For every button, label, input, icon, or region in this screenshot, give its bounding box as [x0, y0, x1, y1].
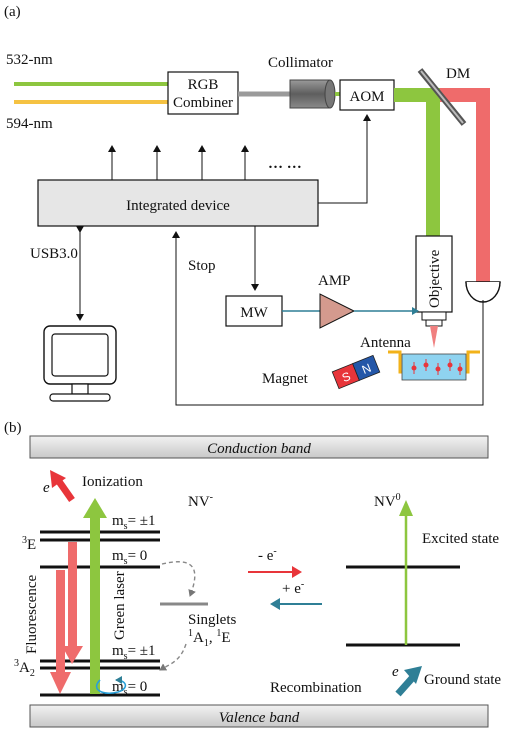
recombination-electron: e [392, 664, 399, 680]
more-outputs-dots: … … [268, 156, 302, 172]
conduction-band-label: Conduction band [207, 441, 311, 457]
level-3a2-label: 3A2 [14, 658, 35, 679]
singlets-label: Singlets [188, 612, 237, 628]
aom-label: AOM [349, 89, 384, 105]
amp-label: AMP [318, 273, 351, 289]
valence-band-label: Valence band [219, 710, 300, 726]
fluorescence-label: Fluorescence [24, 575, 40, 654]
diamond-sample [401, 353, 467, 381]
valence-band [29, 704, 489, 728]
rgb-combiner-label-1: RGB [188, 77, 219, 93]
computer-icon [43, 325, 117, 402]
laser-594-label: 594-nm [6, 116, 53, 132]
stop-label: Stop [188, 258, 216, 274]
amp-triangle [319, 293, 356, 329]
collimator [289, 79, 331, 109]
ms-pm1-upper-label: ms= ±1 [112, 513, 156, 532]
laser-532-label: 532-nm [6, 52, 53, 68]
antenna-label: Antenna [360, 335, 411, 351]
fluorescence-arrow-2 [68, 542, 77, 648]
usb-label: USB3.0 [30, 246, 78, 262]
minus-e-label: - e- [258, 546, 277, 564]
fluorescence-arrow-1 [56, 570, 65, 674]
collimator-lens [324, 79, 336, 109]
dm-label: DM [446, 66, 470, 82]
panel-a-label: (a) [4, 4, 21, 20]
recombination-label: Recombination [270, 680, 362, 696]
magnet-label: Magnet [262, 371, 309, 387]
magnet: S N [331, 354, 381, 390]
mw-box [225, 295, 283, 327]
ms-0-upper-label: ms= 0 [112, 548, 147, 567]
mw-label: MW [240, 305, 268, 321]
ionization-electron: e [43, 480, 50, 496]
objective-label: Objective [427, 249, 443, 308]
excited-state-label: Excited state [422, 531, 499, 547]
integrated-device-box [37, 179, 319, 227]
rgb-combiner-label-2: Combiner [173, 95, 233, 111]
plus-e-label: + e- [282, 579, 304, 597]
green-laser-arrow [90, 516, 100, 694]
ground-state-label: Ground state [424, 672, 501, 688]
level-3e-label: 3E [22, 535, 36, 553]
nv-zero-label: NV0 [374, 492, 401, 510]
spin-polarization-arrow [95, 676, 127, 695]
aom-control-line [318, 114, 371, 204]
detector-signal-line [172, 231, 484, 406]
conduction-band [29, 435, 489, 459]
green-laser-label: Green laser [112, 571, 128, 640]
singlet-states-label: 1A1, 1E [188, 628, 231, 649]
objective [415, 235, 453, 313]
ms-pm1-lower-label: ms= ±1 [112, 643, 156, 662]
recombination-arrow [395, 673, 417, 697]
isc-arrow-lower [159, 643, 187, 671]
aom-box [339, 79, 395, 111]
ionization-arrow [55, 477, 75, 503]
focused-beam [430, 326, 438, 348]
nv-minus-label: NV- [188, 492, 213, 510]
integrated-device-label: Integrated device [126, 198, 230, 214]
ionization-label: Ionization [82, 474, 143, 490]
panel-b-label: (b) [4, 420, 22, 436]
collimator-label: Collimator [268, 55, 333, 71]
isc-arrow-upper [161, 561, 196, 597]
